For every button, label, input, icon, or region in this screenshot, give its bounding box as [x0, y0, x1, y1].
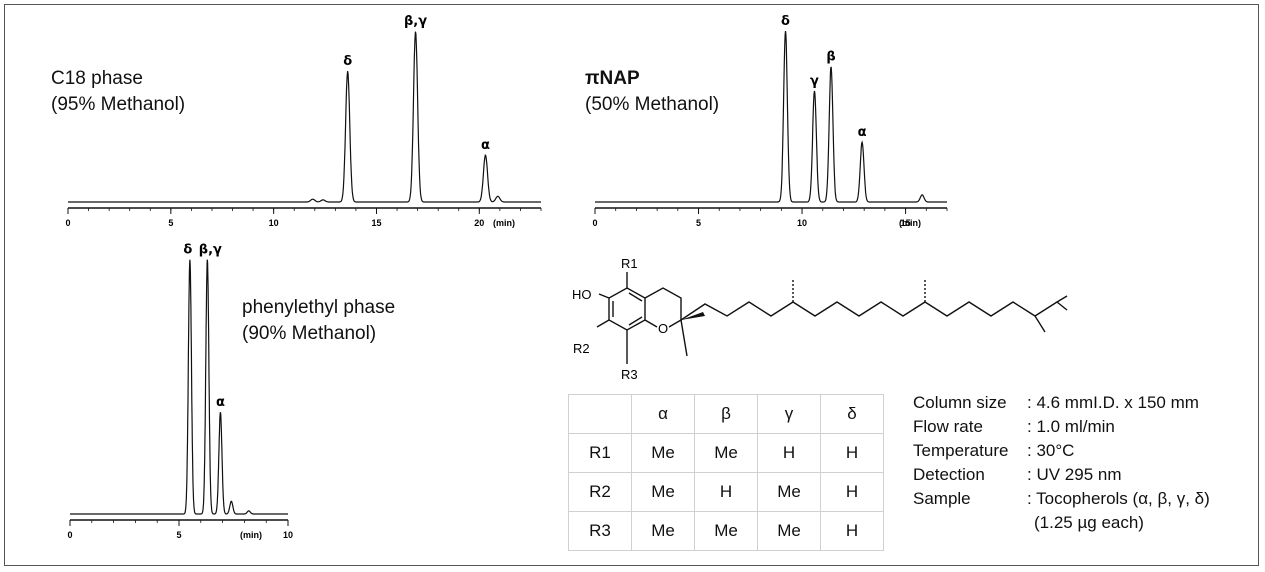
- chart-subtitle-pinap: (50% Methanol): [585, 94, 720, 115]
- x-tick-label: 5: [696, 218, 701, 228]
- x-axis-label: (min): [899, 218, 921, 228]
- table-cell: Me: [631, 472, 695, 512]
- x-tick-label: 0: [67, 530, 72, 540]
- x-tick-label: 10: [269, 218, 279, 228]
- condition-row: Detection : UV 295 nm: [913, 463, 1210, 487]
- chromatogram-trace: [68, 31, 541, 203]
- condition-value: : 30°C: [1027, 441, 1075, 460]
- x-tick-label: 0: [592, 218, 597, 228]
- chart-subtitle-phenylethyl: (90% Methanol): [242, 323, 377, 344]
- table-cell: Me: [757, 472, 821, 512]
- table-header-cell: α: [631, 394, 695, 434]
- condition-row: Sample : Tocopherols (α, β, γ, δ): [913, 487, 1210, 511]
- table-cell: H: [757, 433, 821, 473]
- table-cell: Me: [757, 511, 821, 551]
- table-row: R3 Me Me Me H: [568, 511, 884, 551]
- condition-key: Column size: [913, 393, 1007, 412]
- chart-subtitle-c18: (95% Methanol): [51, 94, 186, 115]
- x-tick-label: 15: [901, 218, 911, 228]
- struct-label-r2: R2: [573, 341, 590, 356]
- condition-key: Flow rate: [913, 417, 983, 436]
- substituent-table: α β γ δ R1 Me Me H H R2 Me H Me H R3 Me …: [568, 394, 884, 551]
- struct-label-o: O: [658, 321, 668, 336]
- peak-label: β,γ: [404, 14, 427, 29]
- x-tick-label: 0: [65, 218, 70, 228]
- analysis-conditions: Column size : 4.6 mmI.D. x 150 mm Flow ra…: [913, 391, 1210, 535]
- peak-label: β,γ: [199, 243, 222, 258]
- chromatogram-phenylethyl: 0 5 10 (min) δ β,γ α: [67, 243, 293, 540]
- condition-row: Column size : 4.6 mmI.D. x 150 mm: [913, 391, 1210, 415]
- table-cell: H: [694, 472, 758, 512]
- x-tick-label: 5: [168, 218, 173, 228]
- peak-label: β: [826, 50, 835, 65]
- chromatogram-pinap: 0 5 10 15(min) δ γβ α: [592, 14, 948, 228]
- peak-label: α: [481, 138, 490, 153]
- table-cell: R2: [568, 472, 632, 512]
- chromatogram-c18: 0 5 10 15 20 (min) δ β,γ α: [65, 14, 542, 228]
- tocopherol-structure: R1 HO R2 O R3: [572, 256, 1068, 382]
- chart-title-pinap: πNAP: [585, 68, 640, 89]
- table-cell: R3: [568, 511, 632, 551]
- chart-title-phenylethyl: phenylethyl phase: [242, 297, 396, 318]
- table-cell: Me: [694, 511, 758, 551]
- chromatogram-trace: [70, 259, 288, 515]
- condition-value: : 4.6 mmI.D. x 150 mm: [1027, 393, 1199, 412]
- x-tick-label: 15: [371, 218, 381, 228]
- table-header-cell: γ: [757, 394, 821, 434]
- peak-label: δ: [781, 14, 790, 29]
- condition-value: : Tocopherols (α, β, γ, δ): [1027, 489, 1210, 508]
- condition-row: Temperature : 30°C: [913, 439, 1210, 463]
- table-cell: H: [820, 472, 884, 512]
- x-tick-label: 10: [797, 218, 807, 228]
- x-tick-label: 5: [176, 530, 181, 540]
- sample-note: (1.25 µg each): [1034, 513, 1144, 532]
- table-header-cell: [568, 394, 632, 434]
- table-cell: R1: [568, 433, 632, 473]
- peak-label: δ: [343, 54, 352, 69]
- table-cell: Me: [631, 511, 695, 551]
- chromatogram-trace: [595, 31, 947, 203]
- x-axis-label: (min): [493, 218, 515, 228]
- table-row: R1 Me Me H H: [568, 433, 884, 473]
- peak-label: α: [858, 125, 867, 140]
- struct-label-r3: R3: [621, 367, 638, 382]
- table-header-row: α β γ δ: [568, 394, 884, 434]
- condition-row: Flow rate : 1.0 ml/min: [913, 415, 1210, 439]
- condition-key: Sample: [913, 489, 971, 508]
- condition-value: : UV 295 nm: [1027, 465, 1122, 484]
- x-axis-label: (min): [240, 530, 262, 540]
- figure-frame: [4, 4, 1259, 566]
- table-row: R2 Me H Me H: [568, 472, 884, 512]
- struct-label-ho: HO: [572, 287, 592, 302]
- condition-key: Detection: [913, 465, 985, 484]
- x-tick-label: 10: [283, 530, 293, 540]
- table-cell: H: [820, 433, 884, 473]
- peak-label: α: [216, 395, 225, 410]
- table-cell: H: [820, 511, 884, 551]
- condition-value: : 1.0 ml/min: [1027, 417, 1115, 436]
- chart-title-c18: C18 phase: [51, 68, 143, 89]
- x-tick-label: 20: [474, 218, 484, 228]
- peak-label: δ: [183, 243, 192, 258]
- table-header-cell: β: [694, 394, 758, 434]
- table-cell: Me: [631, 433, 695, 473]
- peak-label: γ: [810, 74, 819, 89]
- condition-key: Temperature: [913, 441, 1009, 460]
- table-header-cell: δ: [820, 394, 884, 434]
- struct-label-r1: R1: [621, 256, 638, 271]
- table-cell: Me: [694, 433, 758, 473]
